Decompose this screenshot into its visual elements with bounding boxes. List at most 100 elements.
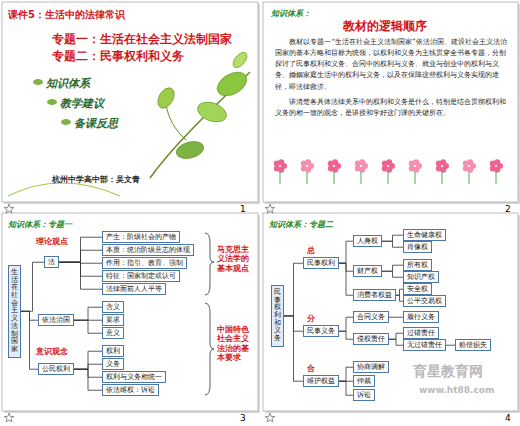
slide-number: 3 bbox=[240, 413, 246, 423]
slide-panel: 知识体系：教材的逻辑顺序教材以专题一“生活在社会主义法制国家”依法治国、建设社会… bbox=[263, 2, 518, 202]
box-label: 法 bbox=[48, 258, 55, 266]
topic-box: 协商调解 bbox=[353, 361, 389, 373]
topic-box: 民事权利 bbox=[303, 257, 339, 269]
tree-connector bbox=[382, 271, 403, 277]
topic-box: 法 bbox=[44, 256, 59, 268]
topic-box: 公民权利 bbox=[38, 363, 74, 375]
topic-box: 仲裁 bbox=[353, 375, 375, 387]
slide-panel: 知识体系：专题一生活在社会主义法制国家法产生：阶级社会的产物本质：统治阶级意志的… bbox=[2, 213, 258, 411]
decor-arc bbox=[8, 183, 120, 196]
note-label: 合 bbox=[307, 364, 315, 373]
star-mark bbox=[265, 413, 275, 422]
flower-stem bbox=[469, 172, 470, 184]
flower-stem bbox=[442, 172, 443, 184]
slide-panel bbox=[2, 2, 258, 202]
topic-box: 要求 bbox=[102, 314, 124, 326]
topic-box: 产生：阶级社会的产物 bbox=[102, 231, 180, 243]
slide-panel bbox=[263, 213, 518, 411]
tree-connector bbox=[74, 320, 102, 333]
leaf bbox=[154, 85, 177, 111]
tree-connector bbox=[396, 295, 403, 301]
leaf bbox=[195, 98, 229, 125]
topic-box: 合同义务 bbox=[353, 311, 389, 323]
flower-petal bbox=[494, 159, 500, 165]
tree-connector bbox=[74, 369, 102, 390]
box-label: 侵权责任 bbox=[357, 335, 385, 343]
tree-connector bbox=[284, 316, 303, 381]
tree-connector bbox=[59, 262, 102, 289]
flower-stem bbox=[334, 172, 335, 184]
root-box: 民事权利和义务 bbox=[271, 285, 284, 347]
box-label: 仲裁 bbox=[357, 377, 371, 385]
tree-connector bbox=[339, 241, 353, 263]
topic-box: 履行义务 bbox=[403, 311, 439, 323]
box-label: 公民权利 bbox=[42, 365, 70, 373]
box-label: 民事义务 bbox=[307, 327, 335, 335]
root-box: 生活在社会主义法制国家 bbox=[8, 265, 21, 358]
tree-connector bbox=[339, 263, 353, 295]
tree-connector bbox=[389, 317, 403, 318]
slide-heading: 知识体系：专题一 bbox=[8, 219, 72, 230]
tree-connector bbox=[382, 265, 403, 271]
flower-petal bbox=[386, 159, 392, 165]
topic-box: 侵权责任 bbox=[353, 333, 389, 345]
slide-heading: 课件5：生活中的法律常识 bbox=[8, 8, 125, 22]
tree-connector bbox=[382, 241, 403, 247]
box-label: 维护权益 bbox=[307, 377, 335, 385]
menu-icon bbox=[33, 79, 43, 85]
topic-box: 人身权 bbox=[353, 235, 382, 247]
tree-connector bbox=[339, 367, 353, 381]
flower-stem bbox=[388, 172, 389, 184]
flower-petal bbox=[440, 159, 446, 165]
tree-connector bbox=[339, 381, 353, 395]
box-label: 作用：指引、教育、强制 bbox=[106, 259, 183, 267]
box-label: 法律面前人人平等 bbox=[106, 285, 162, 293]
box-label: 无过错责任 bbox=[407, 341, 442, 349]
flower-stem bbox=[307, 172, 308, 184]
box-label: 知识产权 bbox=[407, 273, 435, 281]
box-label: 权利与义务相统一 bbox=[106, 373, 162, 381]
flower-stem bbox=[361, 172, 362, 184]
topic-box: 过错责任 bbox=[403, 327, 439, 339]
flower-row bbox=[274, 159, 503, 184]
topic-box: 权利与义务相统一 bbox=[102, 371, 166, 383]
topic-box: 维护权益 bbox=[303, 375, 339, 387]
flower-petal bbox=[305, 159, 311, 165]
flower-petal bbox=[359, 159, 365, 165]
topic-box: 含义 bbox=[102, 301, 124, 313]
slide-heading: 教材的逻辑顺序 bbox=[343, 18, 427, 35]
box-label: 人身权 bbox=[357, 237, 378, 245]
topic-box: 生命健康权 bbox=[403, 229, 446, 241]
topic-box: 消费者权益 bbox=[353, 289, 396, 301]
topic-box: 知识产权 bbox=[403, 271, 439, 283]
star-mark bbox=[265, 204, 275, 213]
menu-icon bbox=[47, 99, 57, 105]
box-label: 肖像权 bbox=[407, 243, 428, 251]
box-label: 协商调解 bbox=[357, 363, 385, 371]
topic-box: 诉讼 bbox=[353, 389, 375, 401]
body-text: 讲清楚各具体法律关系中的权利和义务是什么，特别是结合贯彻权利和义务的相一致的观念… bbox=[275, 96, 507, 118]
slide-heading: 知识体系 bbox=[46, 76, 90, 91]
leaf-stem bbox=[166, 104, 186, 140]
tree-connector bbox=[74, 307, 102, 320]
slide-heading: 杭州中学高中部：吴文青 bbox=[52, 174, 140, 185]
box-label: 安全权 bbox=[407, 285, 428, 293]
flower-stem bbox=[415, 172, 416, 184]
topic-box: 权利 bbox=[102, 345, 124, 357]
leaf bbox=[174, 139, 205, 162]
tree-connector bbox=[284, 263, 303, 316]
topic-box: 法律面前人人平等 bbox=[102, 283, 166, 295]
slide-heading: 专题二：民事权利和义务 bbox=[52, 49, 184, 64]
box-label: 要求 bbox=[106, 316, 120, 324]
tree-connector bbox=[339, 317, 353, 331]
star-marks bbox=[4, 204, 275, 422]
flower-petal bbox=[332, 159, 338, 165]
box-label: 财产权 bbox=[357, 267, 378, 275]
box-label: 义务 bbox=[106, 360, 120, 368]
slide-heading: 备课反思 bbox=[74, 116, 118, 131]
topic-box: 依法治国 bbox=[38, 314, 74, 326]
box-label: 消费者权益 bbox=[357, 291, 392, 299]
tree-connector bbox=[389, 333, 403, 339]
tree-connector bbox=[446, 345, 455, 346]
box-label: 生命健康权 bbox=[407, 231, 442, 239]
